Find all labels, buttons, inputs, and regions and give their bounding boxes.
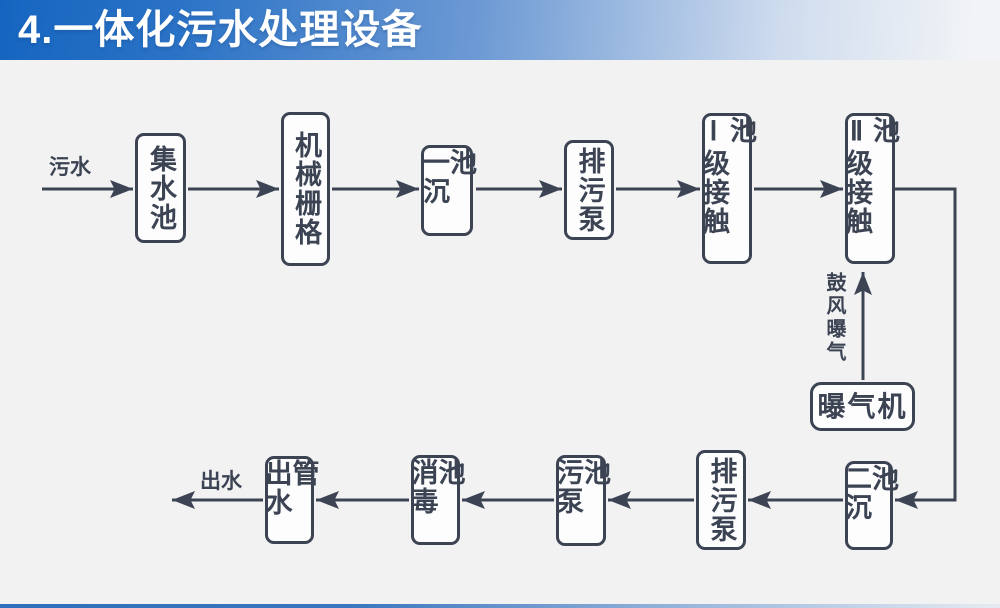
node-mechanical-grid-label: 机械栅格 <box>291 131 321 247</box>
arrow-contact2-to-secondary-sedimentation <box>895 187 957 509</box>
node-sludge-pump-tank: 污泵池 <box>553 455 610 546</box>
node-aerator-label: 曝气机 <box>817 390 908 422</box>
node-sewage-pump-top-label: 排污泵 <box>574 146 605 234</box>
node-secondary-sedimentation-label: 二沉池 <box>841 464 898 522</box>
slide-header: 4.一体化污水处理设备 <box>0 0 1000 60</box>
node-aerator: 曝气机 <box>810 382 915 431</box>
node-sewage-pump-bottom-label: 排污泵 <box>706 456 737 544</box>
bottom-accent-strip <box>0 604 1000 608</box>
node-outlet-pipe: 出水管 <box>261 456 319 544</box>
node-disinfection-tank-label: 消毒池 <box>407 458 465 516</box>
node-primary-sedimentation-label: 一沉池 <box>419 148 476 206</box>
aeration-label: 鼓风曝气 <box>823 272 845 364</box>
node-outlet-pipe-label: 出水管 <box>261 459 319 517</box>
node-contact-tank-level2-label: Ⅱ级接触池 <box>842 116 899 236</box>
node-sewage-pump-bottom: 排污泵 <box>696 450 746 550</box>
node-primary-sedimentation-tank: 一沉池 <box>419 145 476 236</box>
node-sewage-pump-top: 排污泵 <box>564 140 614 240</box>
outflow-label: 出水 <box>200 470 242 493</box>
node-disinfection-tank: 消毒池 <box>407 455 465 545</box>
node-collection-tank-label: 集水池 <box>146 144 176 232</box>
page-title: 4.一体化污水处理设备 <box>18 8 423 52</box>
node-contact-tank-level1-label: Ⅰ级接触池 <box>699 116 756 236</box>
node-sludge-pump-tank-label: 污泵池 <box>553 458 610 516</box>
node-contact-tank-level2: Ⅱ级接触池 <box>842 113 899 264</box>
node-secondary-sedimentation-tank: 二沉池 <box>841 461 898 550</box>
node-collection-tank: 集水池 <box>135 133 186 243</box>
inflow-label: 污水 <box>49 156 91 179</box>
node-contact-tank-level1: Ⅰ级接触池 <box>699 113 756 264</box>
node-mechanical-grid: 机械栅格 <box>281 112 330 266</box>
